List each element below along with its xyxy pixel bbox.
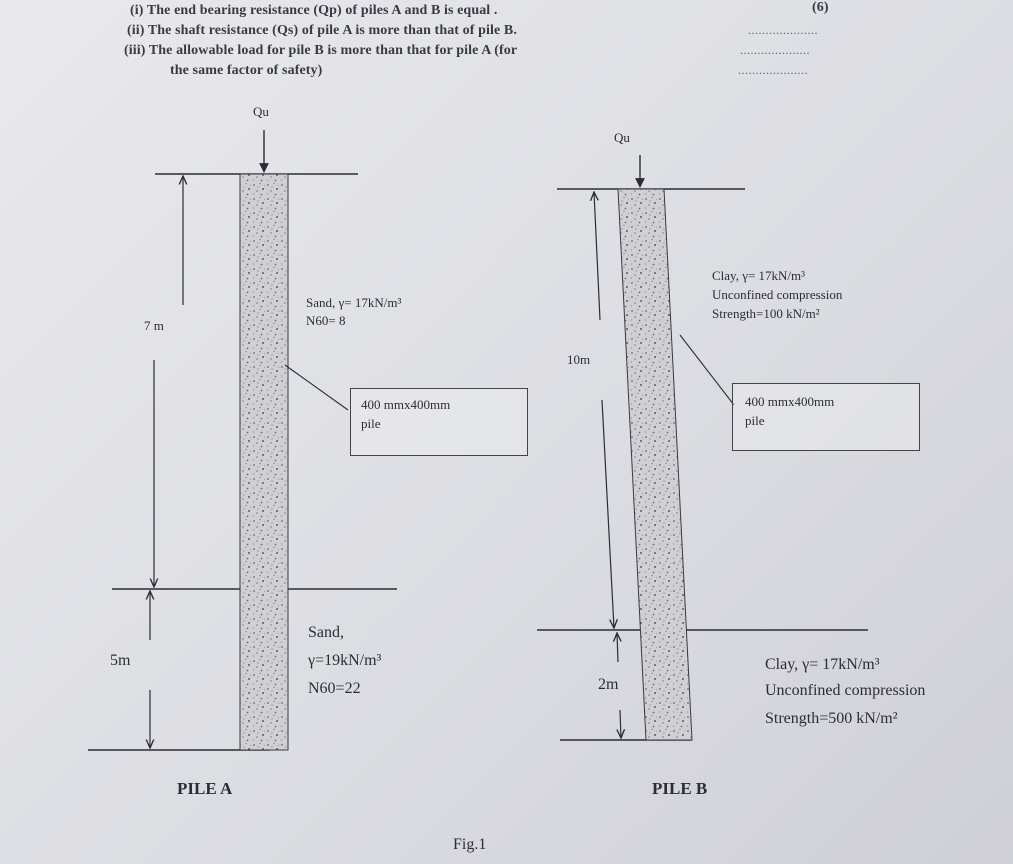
pile-b-lower-soil-line2: Unconfined compression bbox=[765, 682, 926, 699]
pile-b-name: PILE B bbox=[652, 779, 708, 798]
pile-b-dim-lower-bottom bbox=[620, 709, 621, 738]
pile-a-dim-upper-label: 7 m bbox=[144, 318, 164, 333]
pile-a-callout-line2: pile bbox=[361, 416, 381, 431]
question-statement-2: (ii) The shaft resistance (Qs) of pile A… bbox=[127, 23, 517, 38]
pile-a-name: PILE A bbox=[177, 779, 233, 798]
figure-caption: Fig.1 bbox=[453, 836, 487, 853]
pile-b-lower-soil-line3: Strength=500 kN/m² bbox=[765, 710, 898, 727]
pile-b-upper-soil-line2: Unconfined compression bbox=[712, 287, 843, 302]
pile-b-shaft bbox=[617, 188, 693, 741]
pile-b-dim-lower-label: 2m bbox=[598, 676, 619, 693]
pile-b-dim-upper-bottom bbox=[601, 399, 614, 628]
pile-b-dim-lower-top bbox=[617, 633, 618, 663]
pile-b-upper-soil-line3: Strength=100 kN/m² bbox=[712, 306, 820, 321]
pile-a-group bbox=[88, 130, 397, 751]
pile-a-lower-soil-line2: γ=19kN/m³ bbox=[308, 652, 382, 669]
pile-a-upper-soil-line2: N60= 8 bbox=[306, 313, 346, 328]
pile-b-callout-line1: 400 mmx400mm bbox=[745, 394, 835, 409]
pile-b-dim-upper-top bbox=[594, 192, 601, 321]
answer-blank-3: .................... bbox=[738, 63, 808, 77]
pile-b-lower-soil-line1: Clay, γ= 17kN/m³ bbox=[765, 656, 880, 673]
question-statement-4: the same factor of safety) bbox=[170, 63, 323, 78]
pile-b-callout-line2: pile bbox=[745, 413, 765, 428]
answer-blank-2: .................... bbox=[740, 43, 810, 57]
pile-b-load-label: Qu bbox=[614, 130, 630, 145]
pile-b-callout-leader bbox=[679, 334, 735, 406]
pile-b-dim-upper-label: 10m bbox=[567, 352, 591, 367]
answer-blank-1: .................... bbox=[748, 23, 818, 37]
pile-a-lower-soil-line3: N60=22 bbox=[308, 680, 361, 697]
pile-a-upper-soil-line1: Sand, γ= 17kN/m³ bbox=[306, 295, 402, 310]
pile-a-dim-lower-label: 5m bbox=[110, 652, 131, 669]
pile-a-load-label: Qu bbox=[253, 104, 269, 119]
pile-a-callout-line1: 400 mmx400mm bbox=[361, 397, 451, 412]
pile-b-group bbox=[537, 155, 868, 741]
pile-b-upper-soil-line1: Clay, γ= 17kN/m³ bbox=[712, 268, 806, 283]
question-statement-1: (i) The end bearing resistance (Qp) of p… bbox=[130, 3, 498, 18]
marks-label: (6) bbox=[812, 0, 829, 15]
pile-a-shaft bbox=[239, 173, 289, 751]
pile-b-callout-box: 400 mmx400mm pile bbox=[732, 383, 920, 451]
pile-a-callout-box: 400 mmx400mm pile bbox=[350, 388, 528, 456]
question-statement-3: (iii) The allowable load for pile B is m… bbox=[124, 43, 518, 58]
pile-a-lower-soil-line1: Sand, bbox=[308, 624, 344, 641]
pile-a-callout-leader bbox=[284, 364, 349, 411]
